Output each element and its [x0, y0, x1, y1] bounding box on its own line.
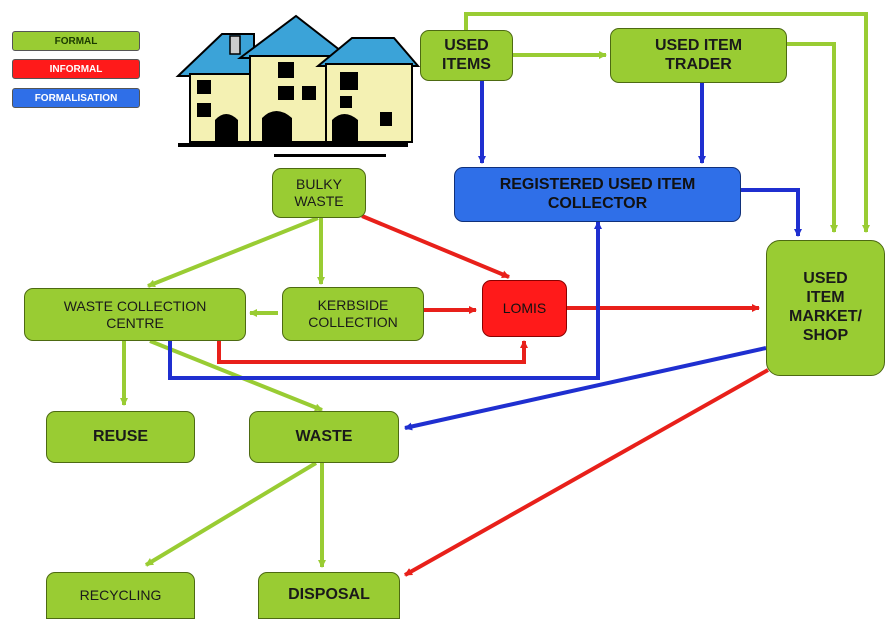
arrow-registered-to-market [741, 188, 802, 237]
arrow-used-items-top-loop-to-market [464, 12, 870, 233]
arrow-collection-centre-to-waste [149, 339, 323, 412]
node-lomis: LOMIS [482, 280, 567, 337]
node-waste-collection-centre: WASTE COLLECTION CENTRE [24, 288, 246, 341]
formal-connectors [120, 12, 870, 568]
node-registered-used-item-collector: REGISTERED USED ITEM COLLECTOR [454, 167, 741, 222]
arrow-bulky-to-lomis [361, 214, 510, 279]
arrow-collection-centre-to-lomis [217, 340, 528, 364]
formalisation-connectors [168, 80, 802, 431]
node-waste: WASTE [249, 411, 399, 463]
node-bulky-waste: BULKY WASTE [272, 168, 366, 218]
arrow-collection-centre-to-registered [168, 221, 602, 380]
houses-icon [175, 14, 421, 157]
legend-formalisation: FORMALISATION [12, 88, 140, 108]
node-reuse: REUSE [46, 411, 195, 463]
node-kerbside-collection: KERBSIDE COLLECTION [282, 287, 424, 341]
node-used-item-market-shop: USED ITEM MARKET/ SHOP [766, 240, 885, 376]
node-used-item-trader: USED ITEM TRADER [610, 28, 787, 83]
arrow-bulky-to-collection-centre [147, 216, 319, 288]
node-recycling: RECYCLING [46, 572, 195, 619]
arrow-waste-to-recycling [144, 461, 318, 567]
arrow-trader-to-market [787, 42, 838, 233]
node-disposal: DISPOSAL [258, 572, 400, 619]
informal-connectors [217, 214, 769, 577]
node-used-items: USED ITEMS [420, 30, 513, 81]
arrow-market-to-waste [404, 346, 767, 431]
arrow-market-to-disposal [404, 368, 769, 577]
legend-formal: FORMAL [12, 31, 140, 51]
legend-informal: INFORMAL [12, 59, 140, 79]
